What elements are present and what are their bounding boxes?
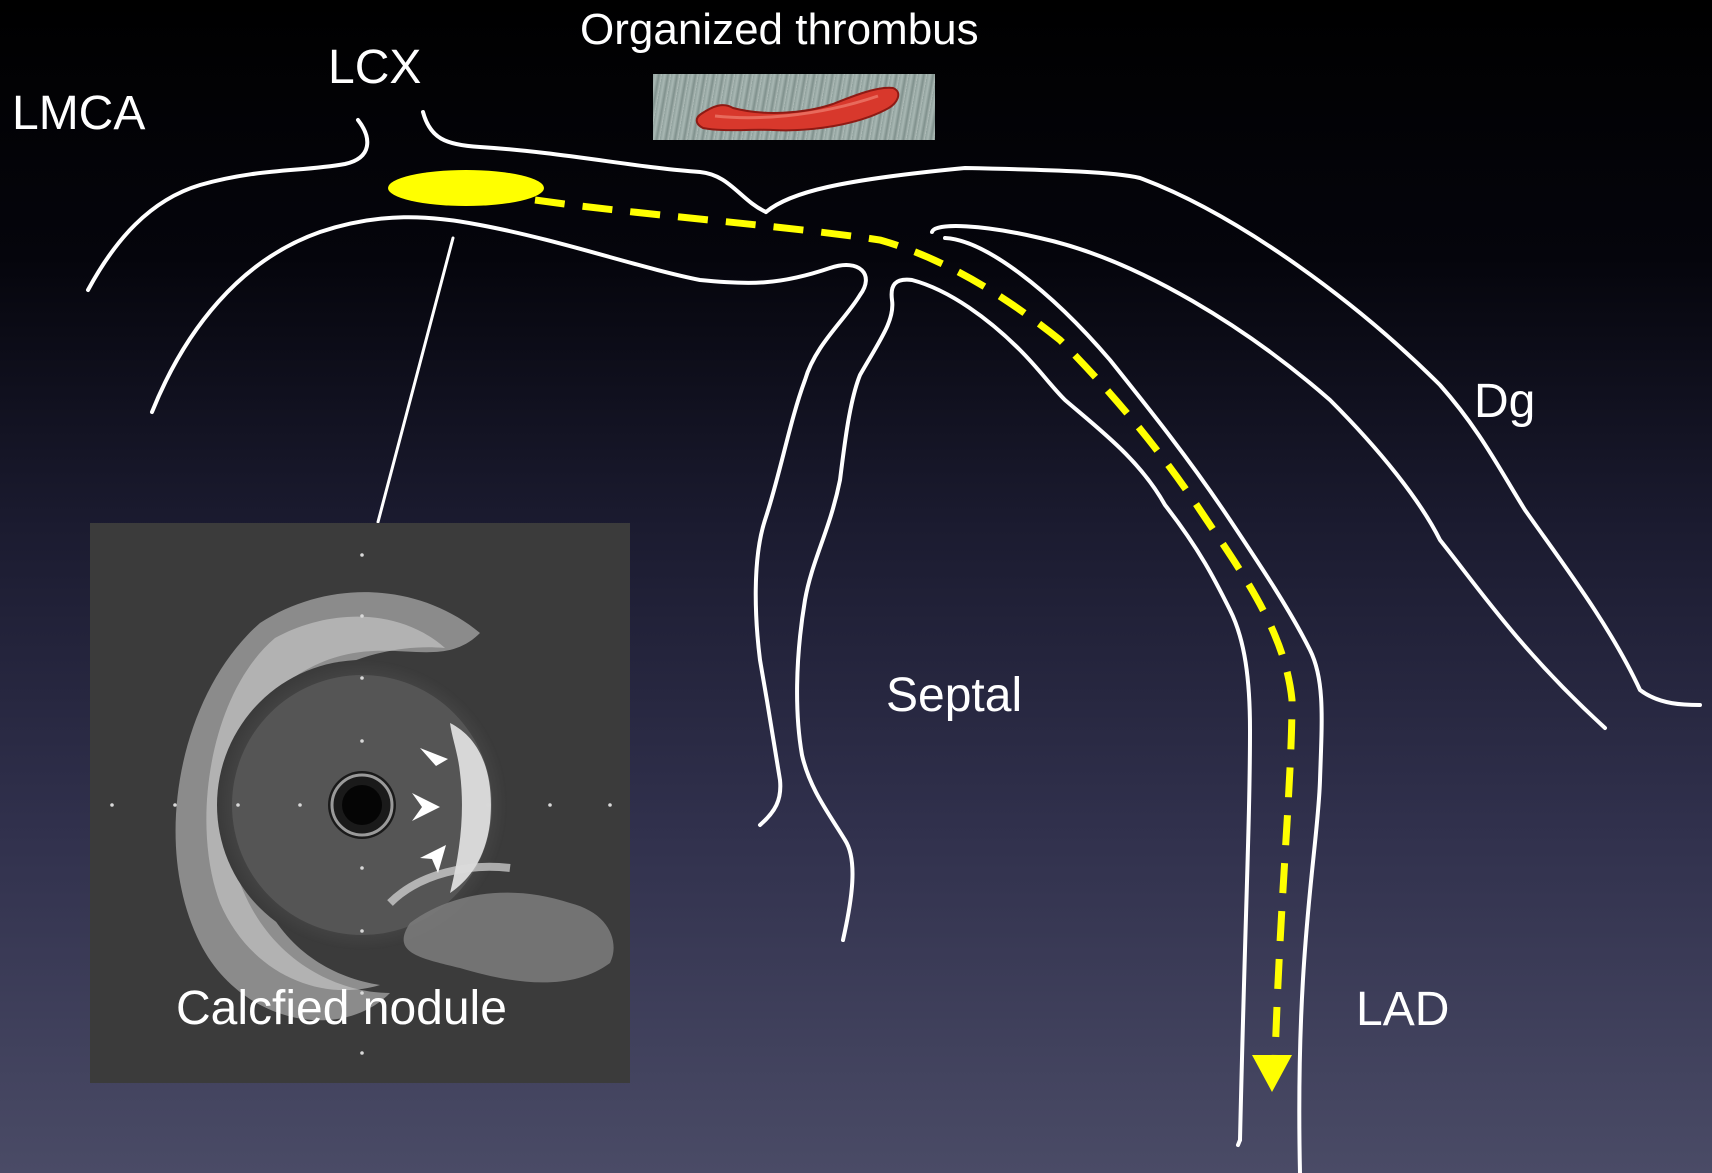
lmca-label: LMCA bbox=[12, 90, 145, 138]
lmca-upper-wall bbox=[88, 120, 367, 290]
lesion-marker bbox=[388, 170, 544, 206]
septal-right-wall bbox=[797, 280, 1250, 1140]
septal-label: Septal bbox=[886, 672, 1022, 720]
calcified-nodule-label: Calcfied nodule bbox=[176, 985, 507, 1033]
diagonal-upper-wall bbox=[766, 168, 1700, 705]
ivus-pointer-line bbox=[378, 238, 453, 522]
catheter-path bbox=[535, 200, 1292, 1060]
thrombus-photo bbox=[653, 74, 935, 140]
thrombus-specimen bbox=[653, 74, 935, 140]
lcx-label: LCX bbox=[328, 44, 421, 92]
organized-thrombus-label: Organized thrombus bbox=[580, 8, 979, 52]
lad-label: LAD bbox=[1356, 986, 1449, 1034]
lad-left-wall-bottom bbox=[1238, 1140, 1240, 1145]
catheter-arrowhead bbox=[1252, 1055, 1292, 1092]
dg-label: Dg bbox=[1474, 378, 1535, 426]
ivus-image: Calcfied nodule bbox=[90, 523, 630, 1083]
